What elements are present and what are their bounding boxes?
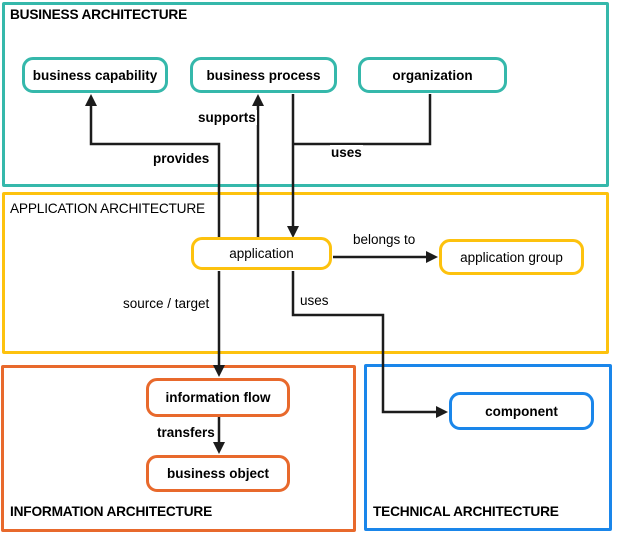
node-application-group[interactable]: application group: [439, 239, 584, 275]
edge-label-uses-bottom: uses: [299, 293, 330, 308]
edge-provides-line: [85, 94, 221, 238]
edge-uses-bottom-line: [291, 271, 448, 418]
edge-label-supports: supports: [197, 110, 257, 125]
node-business-process[interactable]: business process: [190, 57, 337, 93]
section-title-business: BUSINESS ARCHITECTURE: [10, 7, 188, 22]
section-information-architecture: [1, 365, 356, 532]
node-application[interactable]: application: [191, 237, 332, 270]
edge-label-provides: provides: [152, 151, 211, 166]
section-application-architecture: [2, 192, 609, 354]
section-title-application: APPLICATION ARCHITECTURE: [10, 201, 205, 216]
edge-supports-line: [252, 94, 264, 238]
edge-label-source-target: source / target: [122, 296, 211, 311]
edge-uses-top-line: [287, 94, 432, 238]
node-organization[interactable]: organization: [358, 57, 507, 93]
node-information-flow[interactable]: information flow: [146, 378, 290, 417]
edge-transfers-line: [213, 417, 225, 454]
section-technical-architecture: [364, 364, 612, 531]
edge-label-transfers: transfers: [156, 425, 216, 440]
edge-belongs-to-line: [333, 251, 438, 263]
section-business-architecture: [2, 2, 609, 187]
edge-label-uses-top: uses: [330, 145, 363, 160]
node-business-object[interactable]: business object: [146, 455, 290, 492]
section-title-technical: TECHNICAL ARCHITECTURE: [373, 504, 559, 519]
node-component[interactable]: component: [449, 392, 594, 430]
edge-label-belongs-to: belongs to: [352, 232, 417, 247]
edge-source-target-line: [213, 271, 225, 377]
section-title-information: INFORMATION ARCHITECTURE: [10, 504, 213, 519]
node-business-capability[interactable]: business capability: [22, 57, 168, 93]
